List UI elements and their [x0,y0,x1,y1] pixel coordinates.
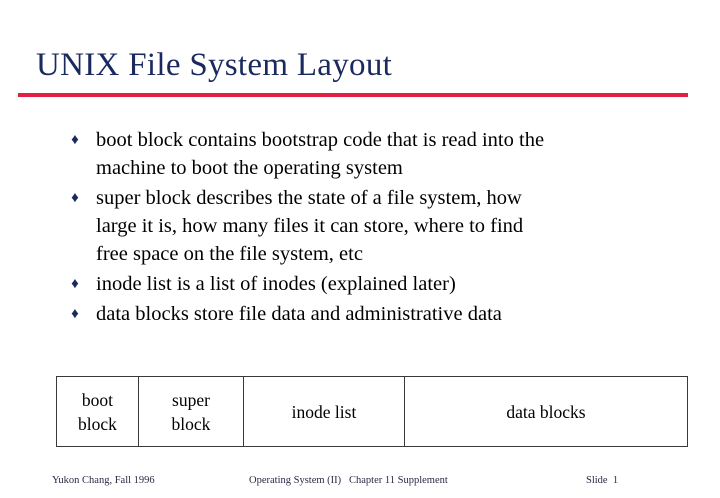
diagram-cell-inode-list: inode list [244,377,405,446]
title-divider-rule [18,93,688,97]
list-item: ♦ inode list is a list of inodes (explai… [62,270,682,298]
diagram-cell-boot-block: boot block [57,377,139,446]
diamond-bullet-icon: ♦ [71,306,79,322]
slide-footer: Yukon Chang, Fall 1996 Operating System … [0,472,720,490]
title-area: UNIX File System Layout [0,44,720,96]
list-item: ♦ boot block contains bootstrap code tha… [62,126,682,182]
list-item: ♦ data blocks store file data and admini… [62,300,682,328]
list-item: ♦ super block describes the state of a f… [62,184,682,268]
diamond-bullet-icon: ♦ [71,190,79,206]
footer-author: Yukon Chang, Fall 1996 [52,475,155,486]
footer-course: Operating System (II) Chapter 11 Supplem… [249,475,448,486]
diagram-cell-data-blocks: data blocks [506,401,586,422]
footer-slide-number: Slide 1 [586,475,619,486]
diamond-bullet-icon: ♦ [71,276,79,292]
page-title: UNIX File System Layout [36,47,393,83]
list-item-text: inode list is a list of inodes (explaine… [96,273,456,295]
list-item-text: super block describes the state of a fil… [96,187,524,265]
bullet-list: ♦ boot block contains bootstrap code tha… [62,126,682,330]
list-item-text: data blocks store file data and administ… [96,303,502,325]
diagram-cell-super-block: super block [139,377,244,446]
list-item-text: boot block contains bootstrap code that … [96,129,545,179]
diamond-bullet-icon: ♦ [71,132,79,148]
filesystem-layout-diagram: boot block super block inode list data b… [56,376,688,447]
